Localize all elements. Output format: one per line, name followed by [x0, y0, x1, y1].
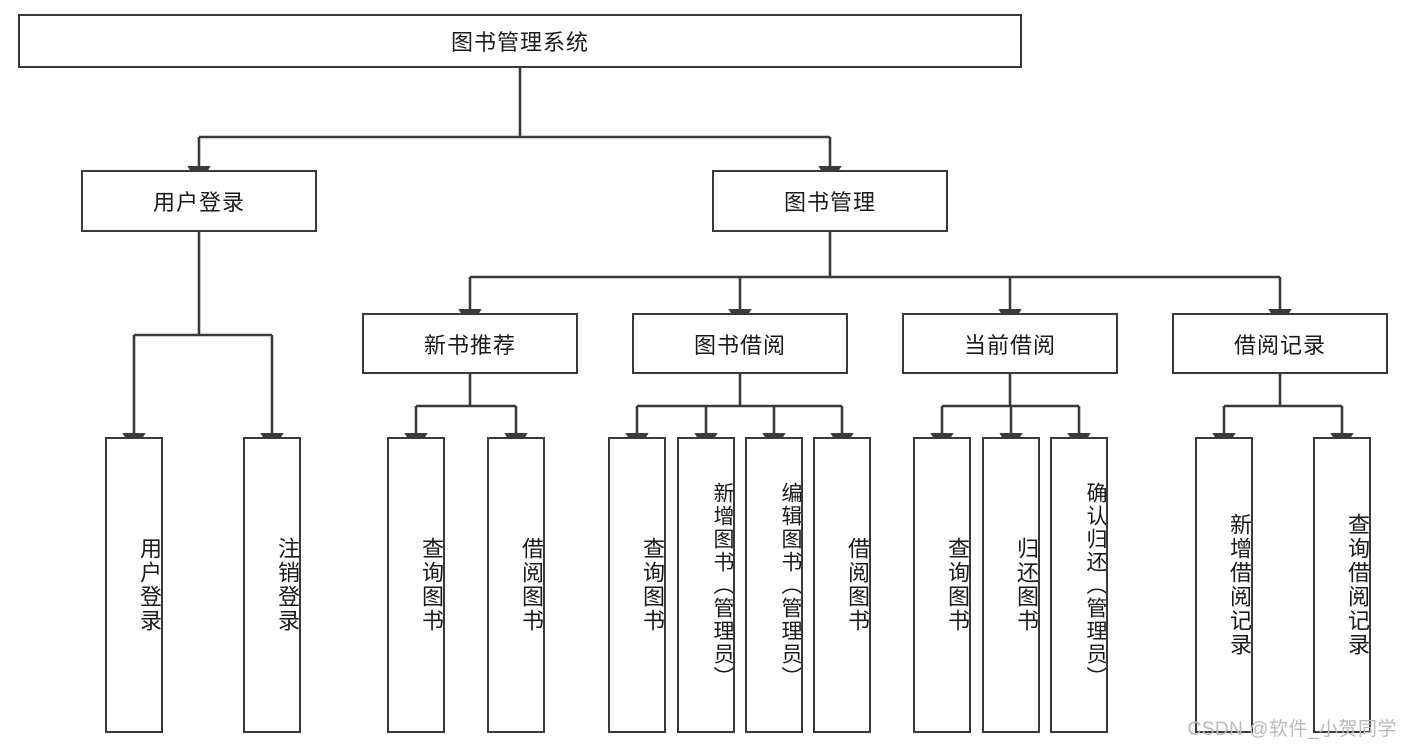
node-label: 用户登录: [137, 537, 162, 633]
node-r_query[interactable]: 查询借阅记录: [1313, 437, 1371, 733]
node-label: 图书管理系统: [450, 30, 589, 55]
node-c_query[interactable]: 查询图书: [913, 437, 971, 733]
node-label: 注销登录: [275, 537, 300, 633]
node-label: 借阅记录: [1233, 332, 1326, 358]
node-b_add[interactable]: 新增图书（管理员）: [677, 437, 735, 733]
node-newbook[interactable]: 新书推荐: [362, 313, 578, 374]
node-l_login[interactable]: 用户登录: [105, 437, 163, 733]
node-r_add[interactable]: 新增借阅记录: [1195, 437, 1253, 733]
node-label: 新书推荐: [423, 332, 516, 358]
node-borrow[interactable]: 图书借阅: [632, 313, 848, 374]
node-label: 图书借阅: [693, 332, 786, 358]
node-label: 归还图书: [1014, 537, 1039, 633]
node-label: 查询图书: [945, 537, 970, 633]
node-label: 查询图书: [419, 537, 444, 633]
node-b_edit[interactable]: 编辑图书（管理员）: [745, 437, 803, 733]
node-l_logout[interactable]: 注销登录: [243, 437, 301, 733]
node-label: 查询图书: [640, 537, 665, 633]
node-label: 当前借阅: [963, 332, 1056, 358]
node-c_confirm[interactable]: 确认归还（管理员）: [1050, 437, 1108, 733]
node-current[interactable]: 当前借阅: [902, 313, 1118, 374]
node-label: 确认归还（管理员）: [1084, 481, 1107, 689]
node-login[interactable]: 用户登录: [81, 170, 317, 232]
node-root[interactable]: 图书管理系统: [18, 14, 1022, 68]
node-label: 图书管理: [783, 190, 876, 215]
node-label: 借阅图书: [519, 537, 544, 633]
node-b_borrow[interactable]: 借阅图书: [813, 437, 871, 733]
node-b_query[interactable]: 查询图书: [608, 437, 666, 733]
node-label: 用户登录: [152, 190, 245, 215]
node-label: 借阅图书: [845, 537, 870, 633]
node-records[interactable]: 借阅记录: [1172, 313, 1388, 374]
node-label: 新增图书（管理员）: [711, 481, 734, 689]
node-bookmgmt[interactable]: 图书管理: [712, 170, 948, 232]
node-label: 编辑图书（管理员）: [779, 481, 802, 689]
node-n_borrow[interactable]: 借阅图书: [487, 437, 545, 733]
edge-paths: [122, 68, 1354, 452]
node-c_return[interactable]: 归还图书: [982, 437, 1040, 733]
node-n_query[interactable]: 查询图书: [387, 437, 445, 733]
node-label: 查询借阅记录: [1345, 513, 1370, 657]
node-label: 新增借阅记录: [1227, 513, 1252, 657]
